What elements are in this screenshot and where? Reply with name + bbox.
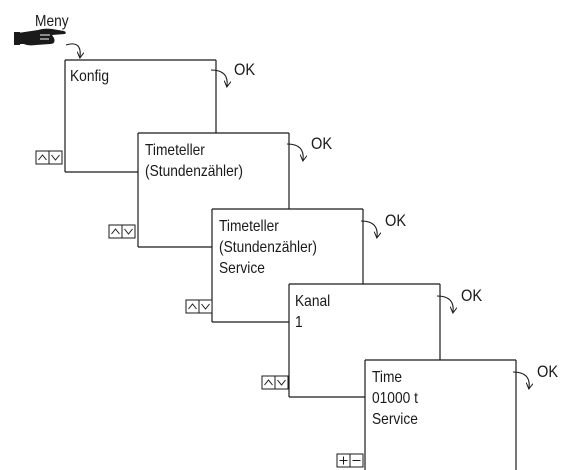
screen-line: Timeteller [219,218,279,235]
up-arrow-button[interactable] [108,224,123,239]
ok-label[interactable]: OK [461,286,483,305]
up-arrow-icon [38,154,47,161]
plus-minus-buttons[interactable] [336,453,364,468]
curved-arrow-icon [65,43,80,57]
up-arrow-icon [188,303,197,310]
up-down-buttons[interactable] [261,375,289,390]
ok-label[interactable]: OK [234,60,256,79]
up-arrow-button[interactable] [261,375,276,390]
down-arrow-icon [51,154,60,161]
menu-label[interactable]: Meny [35,13,69,30]
screen-line: 01000 t [372,390,418,407]
down-arrow-icon [124,228,133,235]
down-arrow-button[interactable] [274,375,289,390]
ok-label[interactable]: OK [537,362,559,381]
screen-box-time [364,359,517,470]
ok-label[interactable]: OK [311,134,333,153]
screen-line: (Stundenzähler) [219,239,317,256]
up-arrow-icon [111,228,120,235]
down-arrow-icon [277,379,286,386]
screen-line: (Stundenzähler) [145,163,243,180]
up-arrow-button[interactable] [35,150,50,165]
down-arrow-button[interactable] [48,150,63,165]
screen-line: Service [372,411,418,428]
curved-arrow-icon [436,295,453,312]
plus-icon [339,456,348,465]
pointing-hand-icon [14,28,66,46]
down-arrow-button[interactable] [198,299,213,314]
screen-line: Konfig [70,68,110,85]
up-down-buttons[interactable] [185,299,213,314]
curved-arrow-icon [512,371,529,388]
screen-line: Service [219,260,265,277]
screen-line: 1 [295,314,303,331]
screen-box-konfig [64,59,217,173]
screen-box-kanal [288,283,441,398]
curved-arrow-icon [286,143,303,160]
screen-line: Timeteller [145,142,205,159]
screen-box-timeteller [137,132,290,248]
up-down-buttons[interactable] [108,224,136,239]
up-down-buttons[interactable] [35,150,63,165]
ok-label[interactable]: OK [385,211,407,230]
up-arrow-icon [264,379,273,386]
down-arrow-icon [201,303,210,310]
curved-arrow-icon [360,220,377,237]
curved-arrow-icon [210,69,227,86]
screen-line: Time [372,369,403,386]
screen-line: Kanal [295,293,331,310]
down-arrow-button[interactable] [121,224,136,239]
up-arrow-button[interactable] [185,299,200,314]
